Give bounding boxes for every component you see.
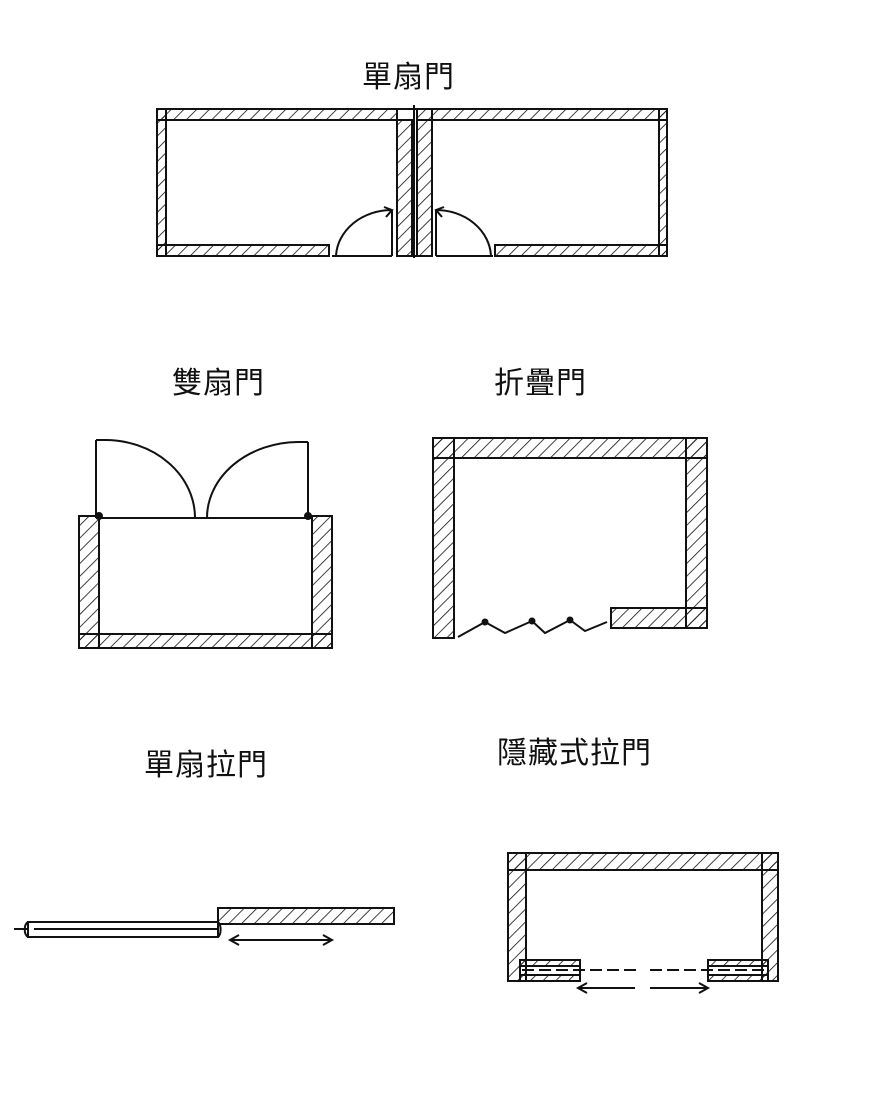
single-sliding-door-diagram xyxy=(10,900,410,960)
folding-door-panels xyxy=(458,620,607,637)
label-single-sliding-door: 單扇拉門 xyxy=(144,748,268,783)
door-swing-left xyxy=(105,440,195,518)
wall-right xyxy=(312,516,332,648)
folding-door-diagram xyxy=(425,430,725,650)
wall-right-top xyxy=(417,109,667,120)
label-hidden-sliding-door: 隱藏式拉門 xyxy=(497,736,652,771)
door-swing-right xyxy=(436,210,491,256)
hidden-sliding-door-diagram xyxy=(500,845,800,1005)
wall-top xyxy=(433,438,707,458)
wall-left xyxy=(508,853,526,981)
door-swing-right xyxy=(207,442,298,518)
label-double-door: 雙扇門 xyxy=(172,366,265,401)
label-folding-door: 折疊門 xyxy=(494,366,587,401)
door-swing-left xyxy=(336,210,392,256)
wall-left-bottom xyxy=(157,245,329,256)
wall-bottom-right xyxy=(611,608,707,628)
wall-bottom xyxy=(79,634,332,648)
wall-left-outer xyxy=(157,109,166,256)
wall-top xyxy=(508,853,778,870)
wall-left xyxy=(433,438,454,638)
wall-right-outer xyxy=(659,109,667,256)
wall-left xyxy=(79,516,99,648)
wall-center-left xyxy=(397,120,412,256)
wall-right xyxy=(686,438,707,628)
wall-fixed xyxy=(218,908,394,924)
wall-right xyxy=(762,853,778,981)
wall-center-right xyxy=(417,120,432,256)
double-door-diagram xyxy=(60,430,420,670)
wall-right-bottom xyxy=(495,245,667,256)
wall-left-top xyxy=(157,109,397,120)
single-door-diagram xyxy=(0,0,893,300)
label-single-door: 單扇門 xyxy=(362,60,455,95)
